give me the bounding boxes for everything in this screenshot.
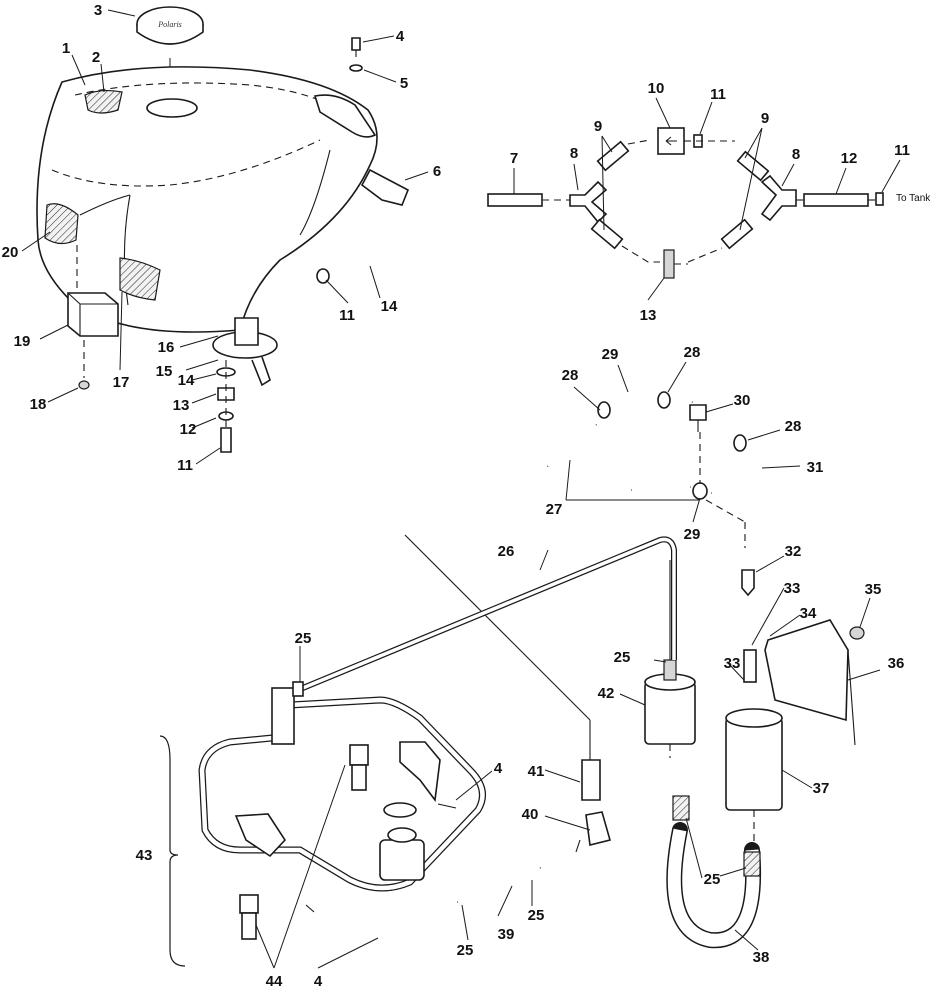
callout-8-left: 8 — [570, 145, 578, 162]
callout-19: 15 — [156, 363, 173, 380]
callout-23: 19 — [14, 333, 31, 350]
callout-25-right: 25 — [528, 907, 545, 924]
callout-33-bottom: 33 — [724, 655, 741, 672]
callout-1: 1 — [62, 40, 70, 57]
fuel-filter-42 — [644, 560, 696, 758]
callout-11-top: 11 — [710, 86, 726, 103]
callout-12: 12 — [841, 150, 858, 167]
fuel-rail-assembly-43 — [159, 681, 486, 967]
callout-28-a: 28 — [684, 344, 701, 361]
callout-4-top: 4 — [396, 28, 405, 45]
callout-25-filter: 25 — [614, 649, 631, 666]
callout-25-top: 25 — [295, 630, 312, 647]
callout-17: 13 — [173, 397, 190, 414]
callout-43: 43 — [136, 847, 153, 864]
callout-25-hose: 25 — [704, 871, 721, 888]
callout-13: 13 — [640, 307, 657, 324]
callout-24: 20 — [2, 244, 19, 261]
hose-valve-group — [546, 388, 768, 548]
callout-15: 11 — [177, 457, 193, 474]
callout-32: 32 — [785, 543, 802, 560]
callout-26: 26 — [498, 543, 515, 560]
callout-34: 34 — [800, 605, 817, 622]
to-tank-note: To Tank — [896, 193, 931, 204]
callout-28-b: 28 — [562, 367, 579, 384]
callout-33-top: 33 — [784, 580, 801, 597]
callout-5: 5 — [400, 75, 408, 92]
svg-text:Polaris: Polaris — [157, 20, 182, 29]
callout-37: 37 — [813, 780, 830, 797]
callout-4-bottom: 4 — [314, 973, 323, 988]
callout-27: 27 — [546, 501, 563, 518]
callout-21: 17 — [113, 374, 130, 391]
fuel-cap: Polaris — [136, 6, 204, 100]
callout-9-left: 9 — [594, 118, 602, 135]
callout-7: 7 — [510, 150, 518, 167]
callout-29: 29 — [602, 346, 619, 363]
callout-10: 10 — [648, 80, 665, 97]
callout-14: 14 — [381, 298, 398, 315]
vent-line-schematic — [487, 127, 884, 279]
callout-11-hose: 11 — [339, 307, 355, 324]
fuel-tank — [36, 66, 410, 333]
vent-hose-14 — [316, 256, 398, 284]
callout-41: 41 — [528, 763, 545, 780]
callout-40: 40 — [522, 806, 539, 823]
callout-11-right: 11 — [894, 142, 910, 159]
tank-bracket-and-hardware — [67, 37, 363, 390]
fuel-petcock-assembly — [212, 317, 278, 453]
callout-18: 14 — [178, 372, 195, 389]
callout-28-d: 29 — [684, 526, 701, 543]
callout-44: 44 — [266, 973, 283, 988]
u-hose-38 — [666, 795, 762, 949]
callout-28-c: 28 — [785, 418, 802, 435]
callout-31: 31 — [807, 459, 824, 476]
callout-4-mid: 4 — [494, 760, 503, 777]
fuel-pump-37 — [725, 569, 865, 845]
leader-lines — [21, 9, 901, 969]
callout-39: 39 — [498, 926, 515, 943]
callout-16: 12 — [180, 421, 197, 438]
callout-35: 35 — [865, 581, 882, 598]
callout-30: 30 — [734, 392, 751, 409]
callout-8-right: 8 — [792, 146, 800, 163]
callout-22: 18 — [30, 396, 47, 413]
callout-36: 36 — [888, 655, 905, 672]
callout-25-left: 25 — [457, 942, 474, 959]
callout-42: 42 — [598, 685, 615, 702]
callout-6: 6 — [433, 163, 441, 180]
callout-38: 38 — [753, 949, 770, 966]
callout-20: 16 — [158, 339, 175, 356]
callout-2: 2 — [92, 49, 100, 66]
callout-9-right: 9 — [761, 110, 769, 127]
callout-3: 3 — [94, 2, 102, 19]
fuel-line-26 — [296, 534, 677, 721]
fitting-41-40-39 — [457, 720, 611, 904]
